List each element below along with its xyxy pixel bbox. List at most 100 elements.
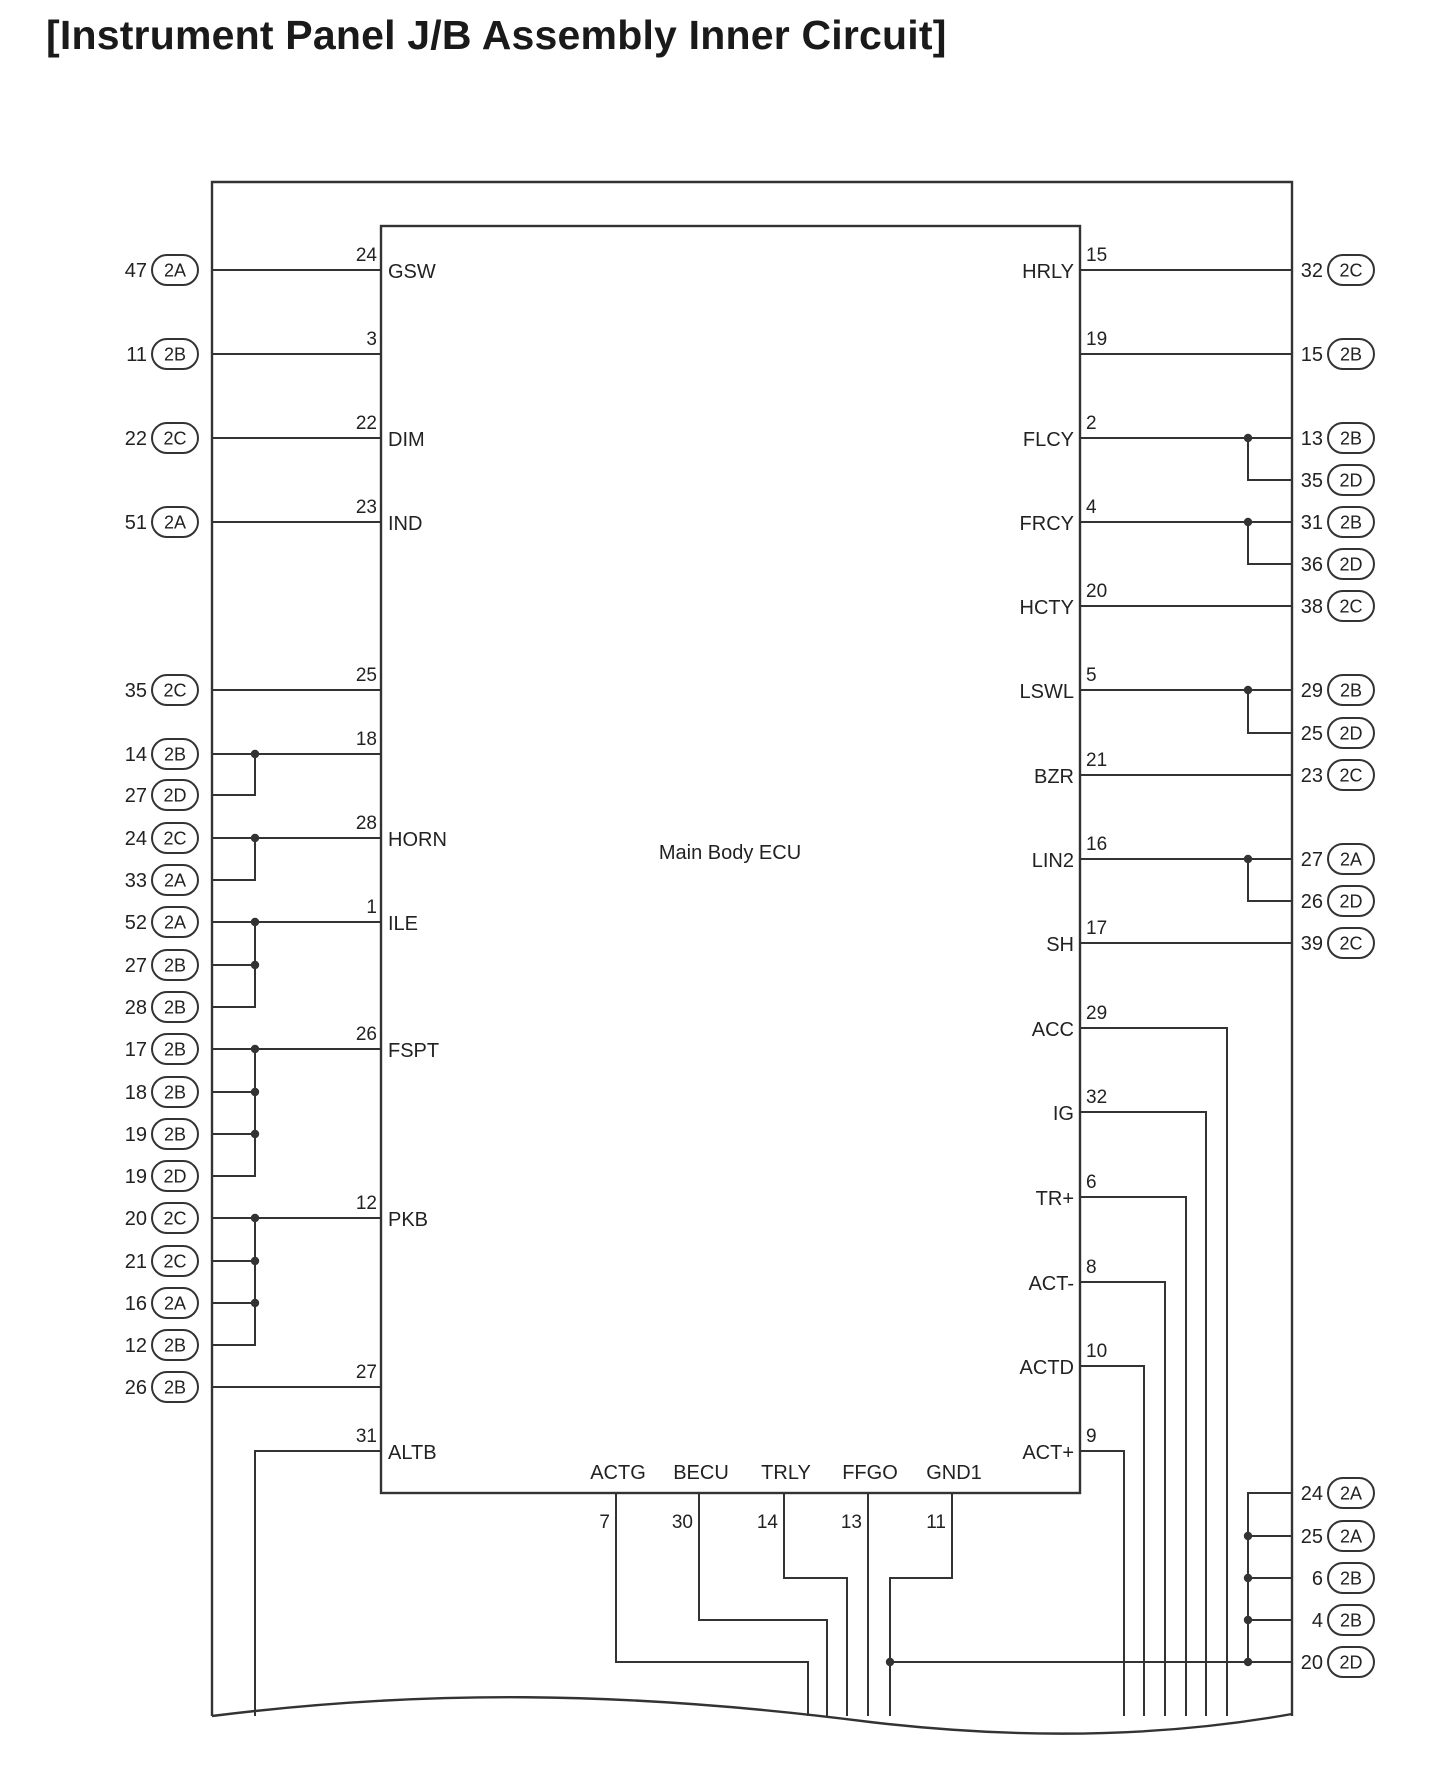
signal-name: TRLY — [761, 1462, 811, 1484]
pin-number: 4 — [1086, 497, 1097, 518]
signal-name: ACT+ — [1022, 1442, 1074, 1464]
connector-pin: 22 — [125, 428, 147, 450]
connector-code: 2B — [1340, 1611, 1362, 1631]
connector-pin: 11 — [126, 344, 147, 366]
connector-badge — [1327, 506, 1375, 538]
connector-badge — [1327, 422, 1375, 454]
signal-name: FLCY — [1023, 429, 1074, 451]
ecu-name: Main Body ECU — [659, 842, 801, 864]
left-branch — [212, 1049, 256, 1093]
connector-code: 2B — [164, 1040, 186, 1060]
splice-dot — [250, 833, 260, 843]
connector-badge — [151, 1202, 199, 1234]
connector-pin: 15 — [1301, 344, 1323, 366]
connector-badge — [151, 254, 199, 286]
signal-name: BECU — [673, 1462, 729, 1484]
connector-code: 2B — [164, 1378, 186, 1398]
pin-number: 5 — [1086, 665, 1097, 686]
splice-dot — [1243, 1531, 1253, 1541]
connector-badge — [1327, 1646, 1375, 1678]
connector-code: 2D — [1339, 555, 1362, 575]
becu-wire — [698, 1493, 828, 1716]
signal-name: FFGO — [842, 1462, 898, 1484]
splice-dot — [250, 1298, 260, 1308]
connector-pin: 35 — [125, 680, 147, 702]
connector-badge — [151, 338, 199, 370]
connector-code: 2D — [163, 1167, 186, 1187]
signal-name: LSWL — [1020, 681, 1074, 703]
splice-dot — [250, 960, 260, 970]
connector-pin: 24 — [1301, 1483, 1323, 1505]
signal-name: IND — [388, 513, 422, 535]
connector-code: 2C — [163, 1209, 186, 1229]
connector-pin: 32 — [1301, 260, 1323, 282]
connector-code: 2B — [164, 345, 186, 365]
pin-number: 15 — [1086, 245, 1107, 266]
connector-badge — [1327, 717, 1375, 749]
left-branch — [212, 754, 256, 796]
pin-number: 2 — [1086, 413, 1097, 434]
connector-code: 2B — [164, 1083, 186, 1103]
frame-cut-edge — [211, 1696, 1293, 1735]
connector-pin: 36 — [1301, 554, 1323, 576]
connector-badge — [151, 822, 199, 854]
pin-number: 3 — [366, 329, 377, 350]
connector-pin: 20 — [125, 1208, 147, 1230]
connector-pin: 13 — [1301, 428, 1323, 450]
splice-points — [250, 433, 1253, 1667]
connector-pin: 31 — [1301, 512, 1323, 534]
connector-badge — [1327, 464, 1375, 496]
pin-number: 27 — [356, 1362, 377, 1383]
drop-wire — [1080, 1365, 1145, 1716]
connector-17-2B: 2B 17 — [125, 1033, 199, 1065]
connector-pin: 4 — [1312, 1610, 1323, 1632]
connector-badge — [1327, 843, 1375, 875]
pin-number: 7 — [599, 1512, 610, 1533]
connector-code: 2B — [164, 956, 186, 976]
connector-pin: 19 — [125, 1166, 147, 1188]
drop-wire — [1080, 1027, 1228, 1716]
pin-number: 18 — [356, 729, 377, 750]
connector-code: 2B — [1340, 345, 1362, 365]
connector-pin: 51 — [125, 512, 147, 534]
ecu-right-pins: 15HRLY192FLCY4FRCY20HCTY5LSWL21BZR16LIN2… — [1020, 245, 1108, 1464]
connector-code: 2A — [164, 1294, 186, 1314]
right-branch — [1247, 859, 1292, 902]
connector-code: 2D — [1339, 724, 1362, 744]
splice-dot — [885, 1657, 895, 1667]
left-branch — [212, 922, 256, 1008]
connector-badge — [1327, 1520, 1375, 1552]
connector-pin: 12 — [125, 1335, 147, 1357]
connector-pin: 17 — [125, 1039, 147, 1061]
splice-dot — [250, 1213, 260, 1223]
pin-number: 16 — [1086, 834, 1107, 855]
connector-badge — [1327, 254, 1375, 286]
pin-number: 31 — [356, 1426, 377, 1447]
connector-badge — [151, 1118, 199, 1150]
trly-wire — [783, 1493, 848, 1716]
splice-dot — [250, 1256, 260, 1266]
signal-name: ACC — [1032, 1019, 1074, 1041]
splice-dot — [250, 917, 260, 927]
connector-badge — [151, 1287, 199, 1319]
connector-pin: 25 — [1301, 1526, 1323, 1548]
connector-badge — [1327, 548, 1375, 580]
signal-name: DIM — [388, 429, 425, 451]
connector-badge — [1327, 674, 1375, 706]
left-branch — [212, 838, 256, 881]
connector-code: 2C — [1339, 597, 1362, 617]
signal-name: FSPT — [388, 1040, 439, 1062]
